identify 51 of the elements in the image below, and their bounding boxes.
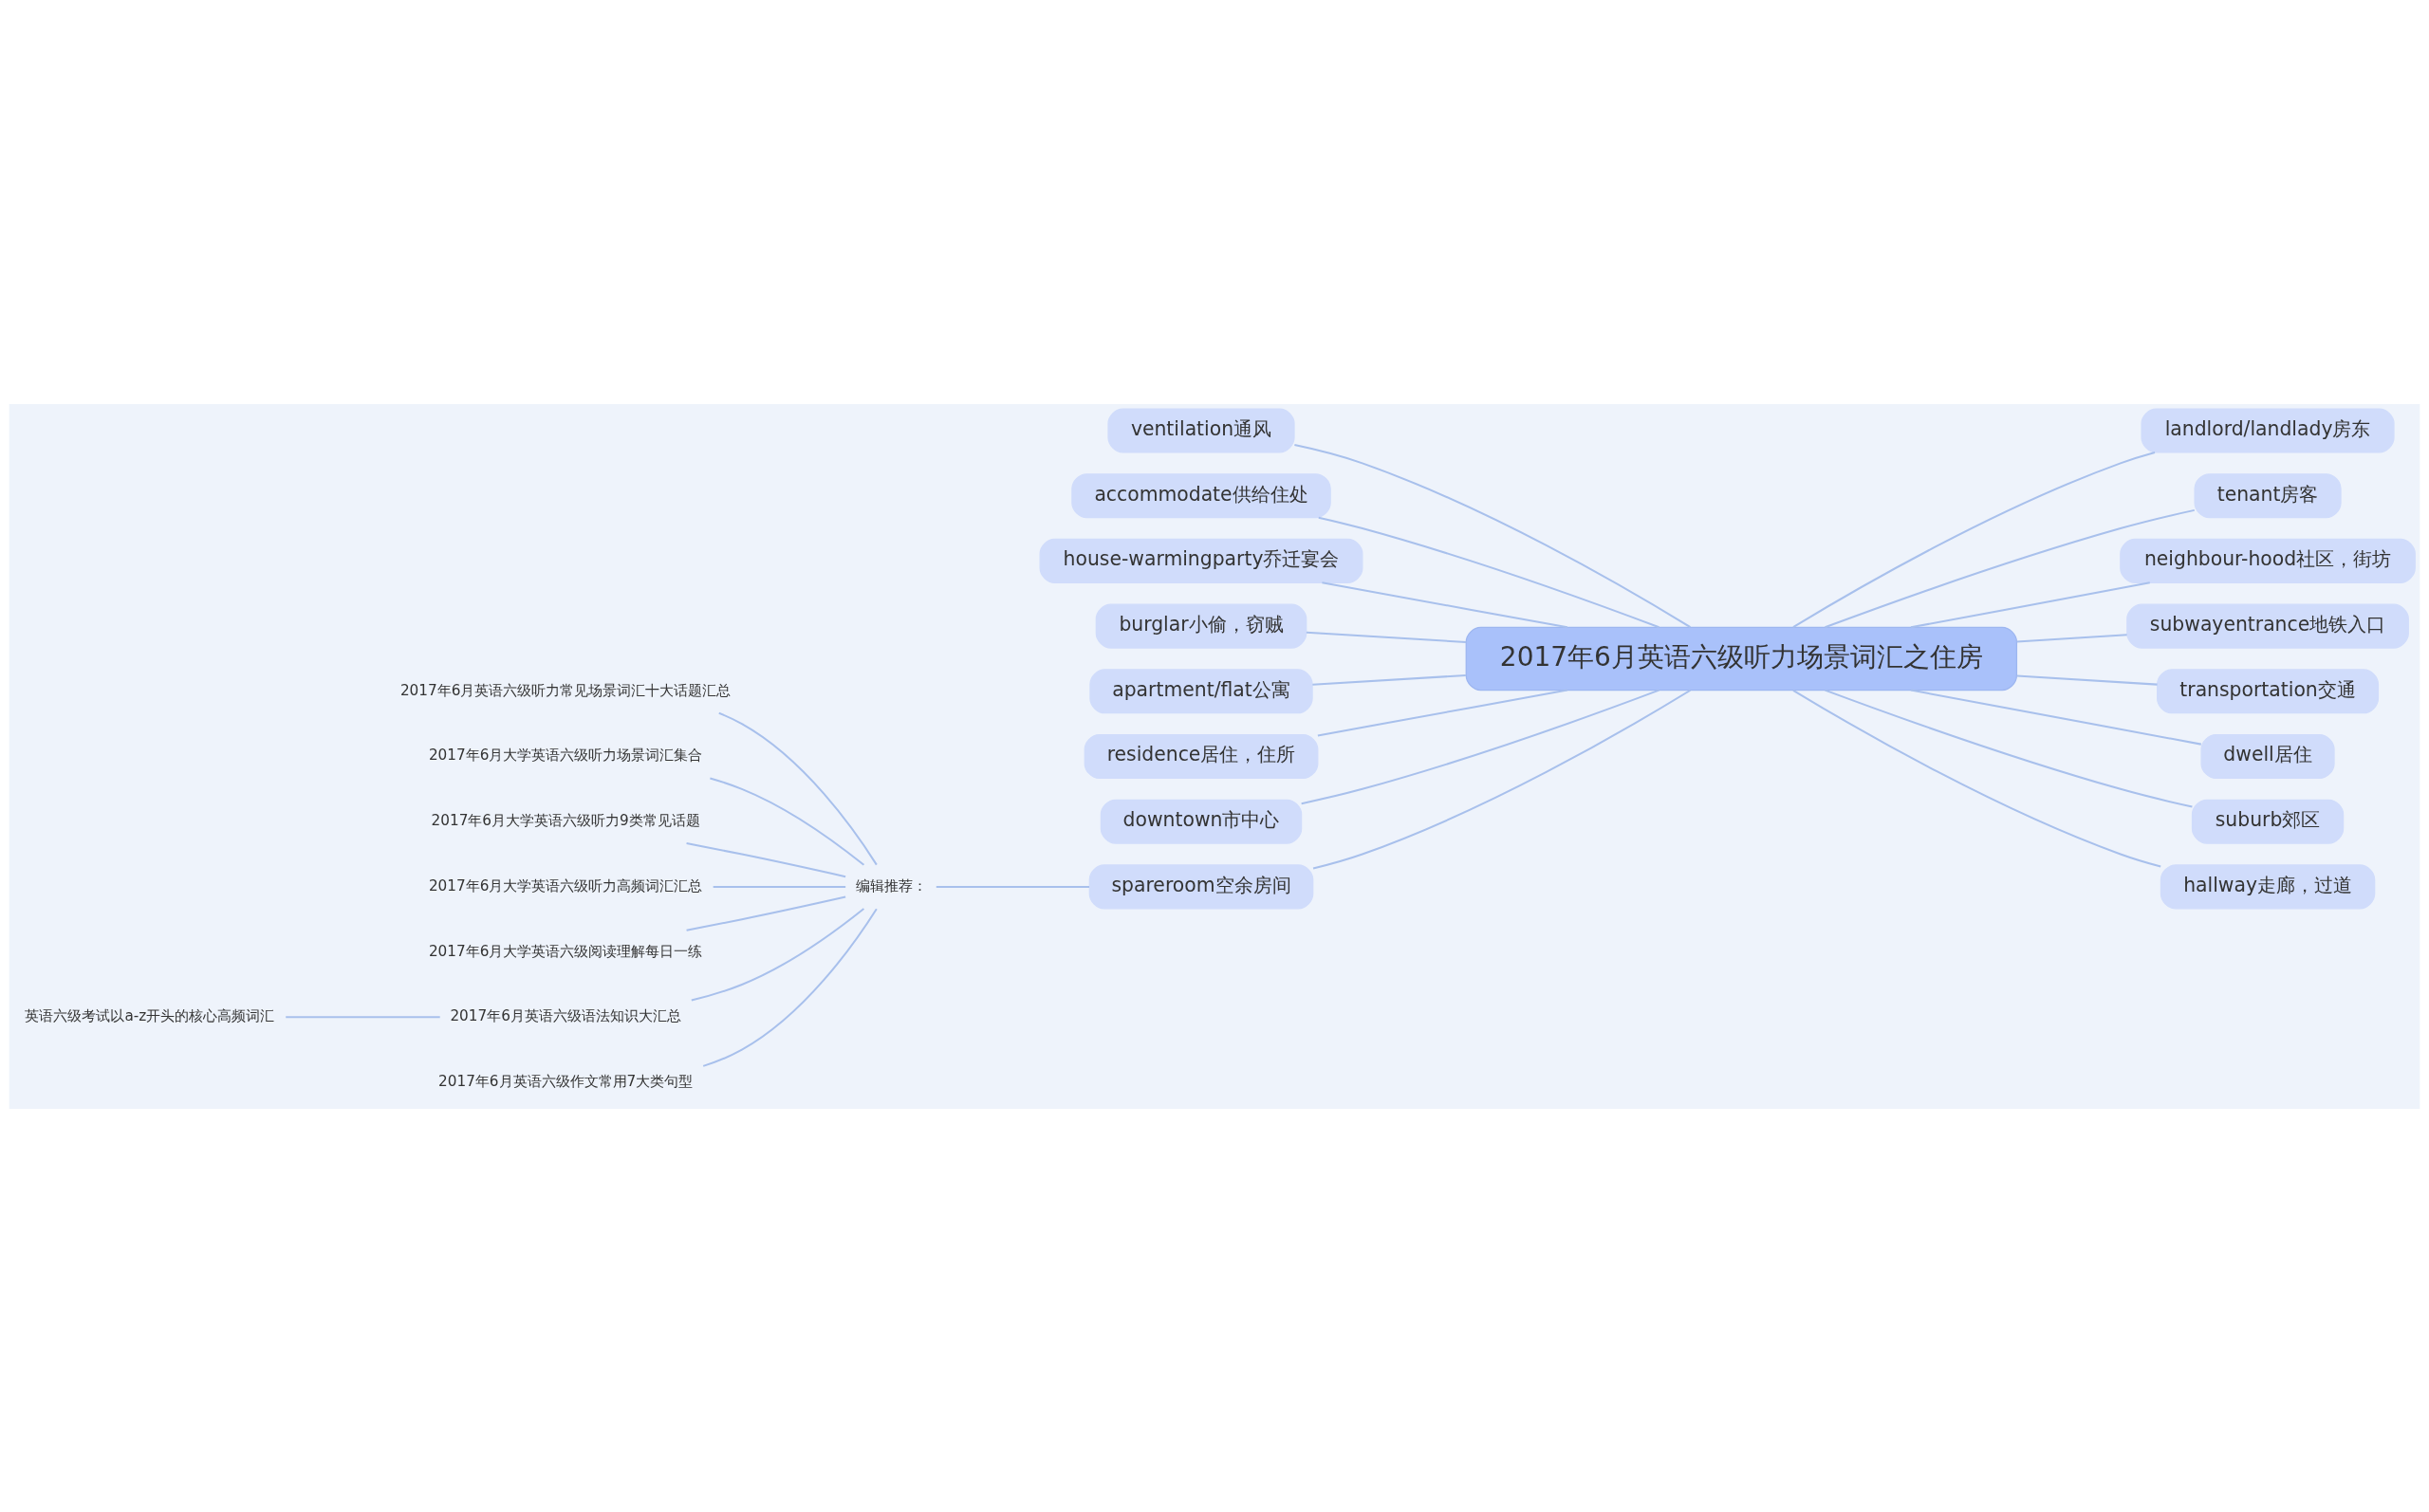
- connector: [2016, 633, 2127, 642]
- connector: [936, 885, 1089, 888]
- node-box: downtown市中心: [1100, 799, 1303, 844]
- node-text: 2017年6月大学英语六级听力9类常见话题: [431, 811, 700, 829]
- connector: [1301, 689, 1660, 804]
- node-box: transportation交通: [2157, 668, 2380, 713]
- connector: [686, 841, 846, 877]
- node-box: subwayentrance地铁入口: [2126, 603, 2409, 649]
- connector: [713, 885, 846, 888]
- connector: [286, 1015, 440, 1018]
- node-box: hallway走廊，过道: [2160, 863, 2376, 909]
- node-box: accommodate供给住处: [1071, 472, 1331, 518]
- node-text: 2017年6月英语六级听力常见场景词汇十大话题汇总: [399, 681, 732, 699]
- connector: [718, 711, 878, 865]
- node-text: 编辑推荐：: [855, 876, 927, 894]
- connector: [1317, 689, 1567, 736]
- connector: [702, 908, 878, 1067]
- node-text: 2017年6月大学英语六级阅读理解每日一练: [428, 942, 703, 960]
- connector: [1792, 689, 2161, 868]
- connector: [691, 907, 865, 1002]
- connector: [710, 776, 865, 866]
- connector: [686, 895, 846, 931]
- node-box: ventilation通风: [1107, 407, 1295, 453]
- node-box: 2017年6月英语六级听力场景词汇之住房: [1465, 626, 2018, 691]
- node-box: burglar小偷，窃贼: [1095, 603, 1307, 649]
- node-box: residence居住，住所: [1084, 733, 1319, 779]
- node-box: house-warmingparty乔迁宴会: [1039, 538, 1363, 583]
- node-box: landlord/landlady房东: [2141, 407, 2395, 453]
- node-box: spareroom空余房间: [1088, 863, 1314, 909]
- connector: [2016, 673, 2158, 686]
- connector: [1312, 689, 1691, 869]
- node-text: 英语六级考试以a-z开头的核心高频词汇: [25, 1006, 275, 1024]
- node-text: 2017年6月大学英语六级听力场景词汇集合: [428, 746, 703, 764]
- connector: [1910, 581, 2150, 628]
- node-box: neighbour-hood社区，街坊: [2120, 538, 2416, 583]
- connector: [1825, 689, 2193, 807]
- connector: [1792, 451, 2156, 628]
- node-box: tenant房客: [2194, 472, 2342, 518]
- connector: [1318, 516, 1660, 628]
- node-box: apartment/flat公寓: [1089, 668, 1313, 713]
- connector: [1322, 581, 1568, 628]
- node-box: suburb郊区: [2191, 799, 2345, 844]
- connector: [1312, 673, 1466, 686]
- node-text: 2017年6月英语六级作文常用7大类句型: [438, 1072, 694, 1090]
- connector: [1825, 508, 2195, 628]
- connector: [1294, 443, 1691, 628]
- node-text: 2017年6月英语六级语法知识大汇总: [450, 1006, 681, 1024]
- node-box: dwell居住: [2200, 733, 2335, 779]
- connector: [1306, 631, 1467, 643]
- node-text: 2017年6月大学英语六级听力高频词汇汇总: [428, 876, 703, 894]
- connector: [1910, 689, 2201, 746]
